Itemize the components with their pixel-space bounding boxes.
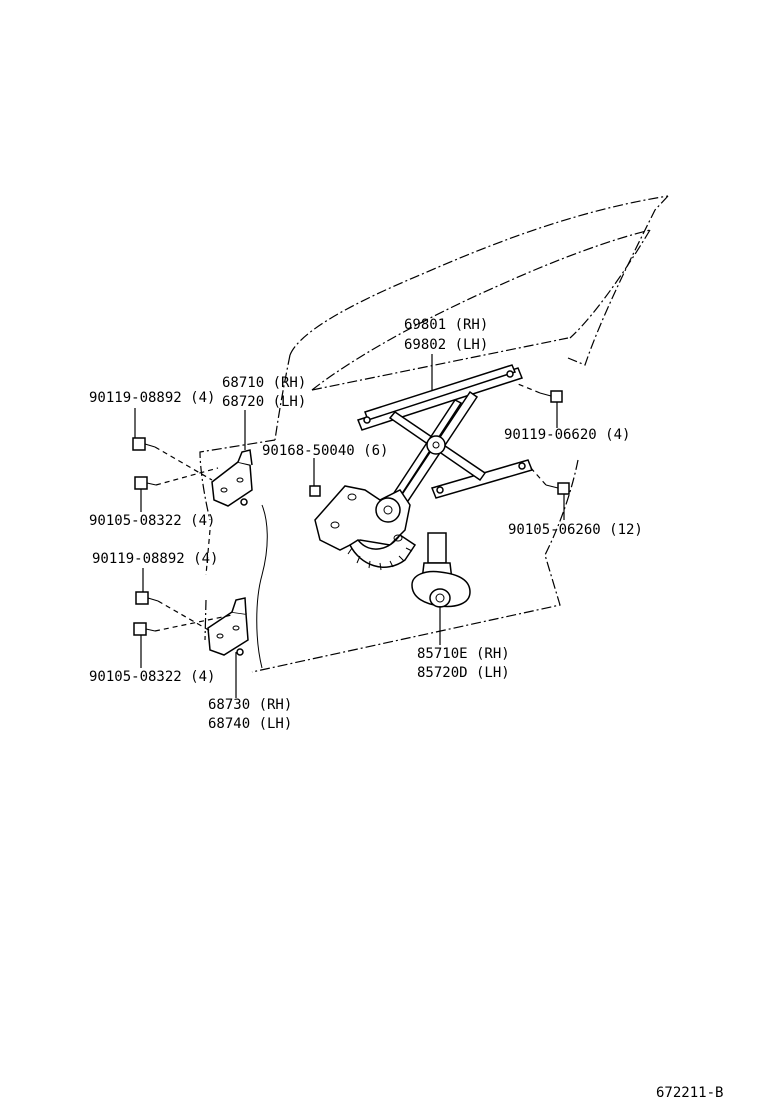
lower-hinge xyxy=(207,597,249,656)
label-bolt-upper-hinge-top: 90119-08892 (4) xyxy=(89,390,216,406)
label-regulator-rh: 69801 (RH) xyxy=(404,317,489,333)
label-motor-rh: 85710E (RH) xyxy=(417,646,510,662)
figure-code: 672211-B xyxy=(656,1085,724,1101)
bolt-regulator xyxy=(309,485,321,497)
label-upper-hinge-lh: 68720 (LH) xyxy=(222,394,307,410)
bolt-lower-hinge-top xyxy=(135,591,159,605)
label-bolt-lower-hinge-top: 90119-08892 (4) xyxy=(92,551,219,567)
bolt-rail-bottom xyxy=(545,482,570,495)
bolt-rail-top xyxy=(539,390,563,403)
label-bolt-rail-bottom: 90105-06260 (12) xyxy=(508,522,643,538)
label-upper-hinge-rh: 68710 (RH) xyxy=(222,375,307,391)
label-bolt-regulator: 90168-50040 (6) xyxy=(262,443,389,459)
label-regulator-lh: 69802 (LH) xyxy=(404,337,489,353)
label-bolt-lower-hinge-bottom: 90105-08322 (4) xyxy=(89,669,216,685)
label-lower-hinge-rh: 68730 (RH) xyxy=(208,697,293,713)
regulator-assembly xyxy=(314,364,534,571)
bolts xyxy=(132,390,570,636)
bolt-upper-hinge-top xyxy=(132,437,156,451)
upper-hinge xyxy=(211,449,253,507)
window-motor xyxy=(411,532,471,608)
label-motor-lh: 85720D (LH) xyxy=(417,665,510,681)
leader-lines xyxy=(134,354,565,698)
bolt-lower-hinge-bottom xyxy=(133,622,156,636)
bolt-upper-hinge-bottom xyxy=(134,476,157,490)
label-lower-hinge-lh: 68740 (LH) xyxy=(208,716,293,732)
label-bolt-upper-hinge-bottom: 90105-08322 (4) xyxy=(89,513,216,529)
label-bolt-rail-top: 90119-06620 (4) xyxy=(504,427,631,443)
door-outline xyxy=(199,195,669,673)
